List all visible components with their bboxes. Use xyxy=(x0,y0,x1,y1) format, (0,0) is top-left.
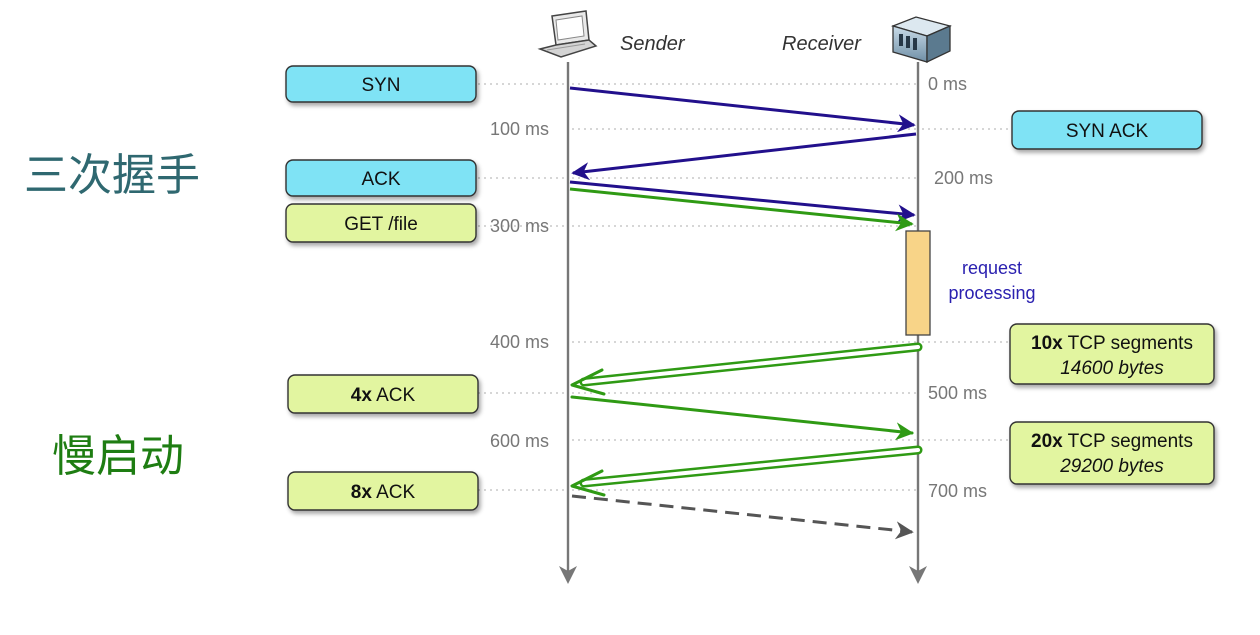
ack8-box xyxy=(287,471,479,511)
segments-20x-arrow xyxy=(570,445,923,497)
ack-box xyxy=(285,159,477,197)
syn-ack-arrow xyxy=(571,132,917,181)
laptop-icon xyxy=(537,10,598,58)
ack-arrow xyxy=(569,180,916,223)
ack4-box-label: 4x ACK xyxy=(351,385,416,406)
time-label-300: 300 ms xyxy=(490,216,549,236)
slow-start-label: 慢启动 xyxy=(52,431,184,482)
sender-timeline xyxy=(559,62,577,584)
segments-10x-text: TCP segments xyxy=(1063,333,1193,354)
time-label-600: 600 ms xyxy=(490,431,549,451)
next-round-arrow xyxy=(571,494,914,540)
segments-20x-bytes: 29200 bytes xyxy=(1059,456,1164,477)
time-guides xyxy=(478,83,1010,491)
handshake-label: 三次握手 xyxy=(24,150,200,201)
ack4-arrow xyxy=(570,395,914,441)
ack4-box xyxy=(287,374,479,414)
ack4-count: 4x xyxy=(351,385,373,406)
ack-box-label: ACK xyxy=(361,169,400,190)
processing-label-line1: request xyxy=(962,258,1022,278)
server-icon xyxy=(890,16,952,64)
segments-20x-line1: 20x TCP segments xyxy=(1031,431,1193,452)
receiver-label: Receiver xyxy=(782,33,862,55)
ack8-box-label: 8x ACK xyxy=(351,482,416,503)
get-file-box xyxy=(285,203,477,243)
processing-label-line2: processing xyxy=(948,283,1035,303)
segments-20x-text: TCP segments xyxy=(1063,431,1193,452)
segments-10x-count: 10x xyxy=(1031,333,1063,354)
ack4-text: ACK xyxy=(372,385,416,406)
syn-box-label: SYN xyxy=(361,75,400,96)
segments-20x-box xyxy=(1009,421,1215,485)
segments-10x-box xyxy=(1009,323,1215,385)
ack8-count: 8x xyxy=(351,482,373,503)
slow-start-arrows xyxy=(570,342,923,497)
time-label-100: 100 ms xyxy=(490,119,549,139)
time-label-700: 700 ms xyxy=(928,481,987,501)
segments-10x-bytes: 14600 bytes xyxy=(1060,358,1164,379)
sender-label: Sender xyxy=(620,33,686,55)
time-label-0: 0 ms xyxy=(928,74,967,94)
segments-20x-count: 20x xyxy=(1031,431,1063,452)
processing-bar xyxy=(905,230,931,336)
segments-10x-line1: 10x TCP segments xyxy=(1031,333,1193,354)
get-file-arrow xyxy=(569,187,914,232)
time-label-200: 200 ms xyxy=(934,168,993,188)
handshake-arrows xyxy=(569,86,917,223)
get-file-box-label: GET /file xyxy=(344,214,418,235)
time-label-400: 400 ms xyxy=(490,332,549,352)
ack8-text: ACK xyxy=(372,482,416,503)
time-labels: 0 ms 100 ms 200 ms 300 ms 400 ms 500 ms … xyxy=(490,74,993,501)
syn-ack-box-label: SYN ACK xyxy=(1066,121,1149,142)
syn-ack-box xyxy=(1011,110,1203,150)
segments-10x-arrow xyxy=(570,342,923,396)
time-label-500: 500 ms xyxy=(928,383,987,403)
syn-arrow xyxy=(569,86,916,133)
syn-box xyxy=(285,65,477,103)
